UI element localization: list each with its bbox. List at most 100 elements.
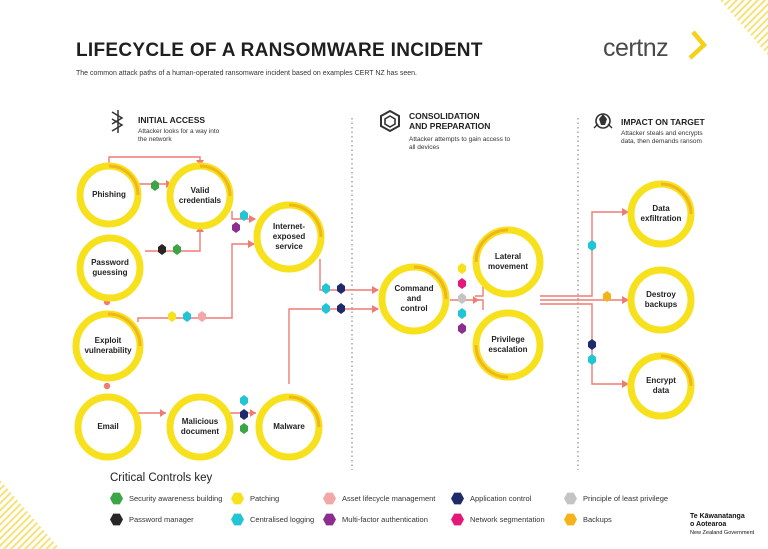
key-title: Critical Controls key — [110, 472, 213, 484]
desc-line: the network — [138, 136, 172, 143]
key-label: Application control — [470, 494, 532, 503]
node-phishing: Phishing — [92, 190, 126, 199]
badge-logging-4 — [322, 283, 330, 294]
cert-nz-chevron-icon — [688, 30, 708, 60]
key-label: Patching — [250, 494, 280, 503]
key-item-asset-lifecycle: Asset lifecycle management — [323, 492, 435, 505]
key-item-mfa: Multi-factor authentication — [323, 513, 428, 526]
key-label: Principle of least privilege — [583, 494, 669, 503]
node-valid-credentials: Valid credentials — [178, 186, 222, 205]
corner-stripes-top-right — [720, 0, 768, 55]
section-title-impact: IMPACT ON TARGET — [621, 117, 705, 127]
hexagon-icon — [564, 492, 577, 505]
page-subtitle: The common attack paths of a human-opera… — [76, 70, 417, 77]
section-title-initial-access: INITIAL ACCESS — [138, 115, 206, 125]
brand-cert: cert — [603, 34, 643, 62]
node-encrypt-data: Encrypt data — [646, 376, 676, 395]
badge-security-awareness — [151, 180, 159, 191]
gov-line: New Zealand Government — [690, 530, 755, 536]
node-privilege-escalation: Privilege escalation — [488, 335, 528, 354]
badge-logging-7 — [588, 240, 596, 251]
badge-security-awareness-2 — [173, 244, 181, 255]
badge-patching-2 — [458, 263, 466, 274]
desc-line: Attacker attempts to gain access to — [409, 136, 511, 143]
badge-logging-5 — [322, 303, 330, 314]
corner-stripes-bottom-left — [0, 480, 60, 549]
badge-application-control-2 — [337, 283, 345, 294]
hexagon-icon — [564, 513, 577, 526]
badge-application-control-4 — [588, 339, 596, 350]
page-title: LIFECYCLE OF A RANSOMWARE INCIDENT — [76, 40, 483, 61]
key-label: Network segmentation — [470, 515, 545, 524]
badge-logging — [240, 210, 248, 221]
node-data-exfiltration: Data exfiltration — [640, 204, 682, 223]
badge-network-segmentation — [458, 278, 466, 289]
key-label: Centralised logging — [250, 515, 315, 524]
desc-line: Attacker looks for a way into — [138, 128, 220, 135]
title-line: CONSOLIDATION — [409, 111, 480, 121]
cert-nz-logo: certnz — [603, 34, 669, 63]
hexagon-icon — [323, 492, 336, 505]
hexagon-icon — [451, 513, 464, 526]
gov-line: Te Kāwanatanga — [690, 513, 745, 520]
ring-password-guessing — [76, 234, 144, 302]
key-label: Backups — [583, 515, 612, 524]
node-malware: Malware — [273, 422, 305, 431]
node-email: Email — [97, 422, 119, 431]
desc-line: data, then demands ransom — [621, 138, 702, 145]
impact-icon — [593, 113, 613, 129]
ring-malicious-document — [166, 393, 234, 461]
node-password-guessing: Password guessing — [91, 258, 129, 277]
node-internet-exposed-service: Internet- exposed service — [272, 222, 306, 251]
hexagon-icon — [231, 513, 244, 526]
desc-line: Attacker steals and encrypts — [621, 130, 703, 137]
key-item-centralised-logging: Centralised logging — [231, 513, 314, 526]
badge-patching — [168, 311, 176, 322]
hexagon-icon — [451, 492, 464, 505]
node-command-and-control: Command and control — [394, 284, 434, 313]
key-item-least-privilege: Principle of least privilege — [564, 492, 668, 505]
ring-destroy-backups — [627, 266, 695, 334]
key-label: Asset lifecycle management — [342, 494, 436, 503]
hexagon-icon — [323, 513, 336, 526]
badge-security-awareness-3 — [240, 423, 248, 434]
key-item-application-control: Application control — [451, 492, 531, 505]
badge-application-control-3 — [337, 303, 345, 314]
hexagon-icon — [110, 513, 123, 526]
badge-logging-3 — [240, 395, 248, 406]
badge-password-manager — [158, 244, 166, 255]
badge-backups — [603, 291, 611, 302]
badge-logging-2 — [183, 311, 191, 322]
node-exploit-vulnerability: Exploit vulnerability — [84, 336, 132, 355]
hexagon-icon — [231, 492, 244, 505]
consolidation-icon — [380, 109, 400, 133]
nz-government-logo: Te Kāwanatanga o Aotearoa New Zealand Go… — [690, 513, 754, 537]
brand-nz: nz — [642, 34, 669, 62]
key-item-backups: Backups — [564, 513, 612, 526]
key-label: Multi-factor authentication — [342, 515, 428, 524]
gov-line: o Aotearoa — [690, 521, 727, 528]
badge-asset-lifecycle — [198, 311, 206, 322]
badge-mfa-2 — [458, 323, 466, 334]
badge-application-control — [240, 409, 248, 420]
badge-least-privilege — [458, 293, 466, 304]
title-line: AND PREPARATION — [409, 121, 491, 131]
key-item-patching: Patching — [231, 492, 279, 505]
hexagon-icon — [110, 492, 123, 505]
key-item-network-segmentation: Network segmentation — [451, 513, 545, 526]
control-badges — [151, 180, 611, 434]
key-item-password-manager: Password manager — [110, 513, 194, 526]
initial-access-icon — [111, 110, 124, 133]
key-label: Password manager — [129, 515, 194, 524]
node-destroy-backups: Destroy backups — [644, 290, 678, 309]
node-malicious-document: Malicious document — [180, 417, 220, 436]
ring-accent-arcs — [107, 164, 693, 428]
badge-logging-6 — [458, 308, 466, 319]
node-lateral-movement: Lateral movement — [487, 252, 528, 271]
